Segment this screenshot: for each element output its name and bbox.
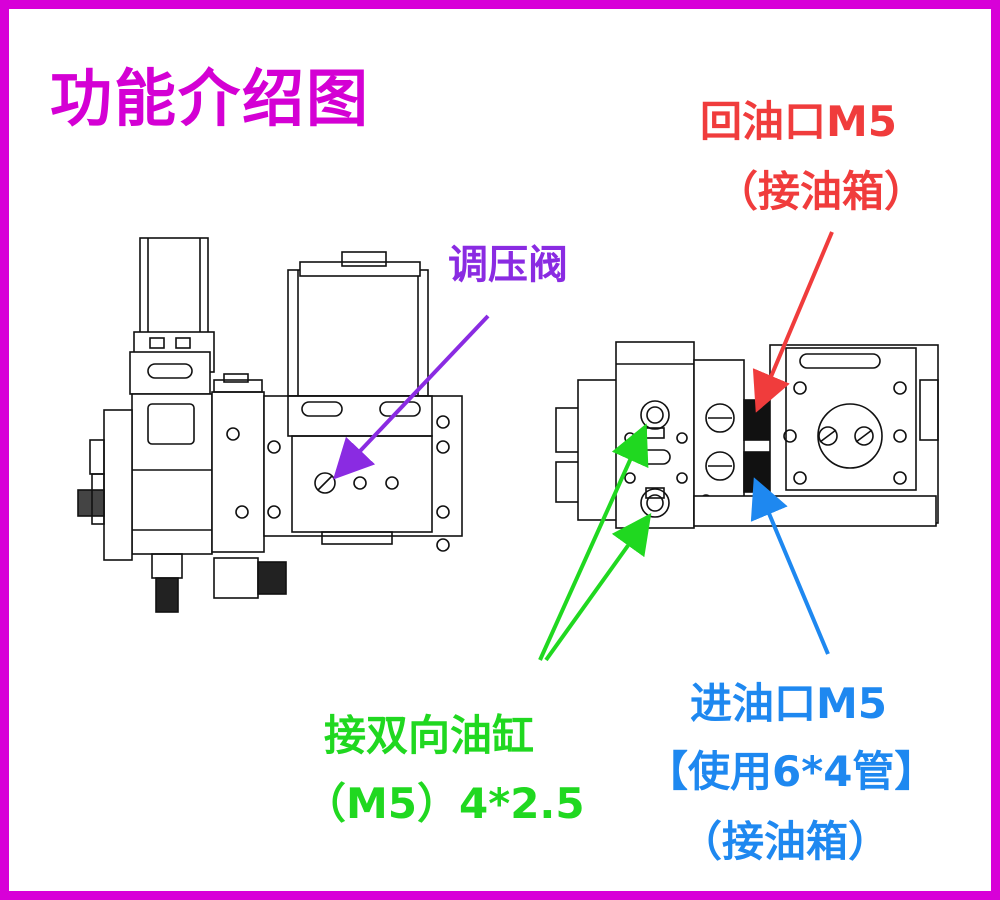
inlet-arrow xyxy=(750,477,830,655)
return-port-label: 回油口M5 xyxy=(700,97,898,146)
return-arrow xyxy=(752,231,834,413)
left-view xyxy=(77,237,463,613)
valve-arrow xyxy=(332,314,490,480)
return-port-note: （接油箱） xyxy=(716,167,927,216)
inlet-port-note: （接油箱） xyxy=(680,817,891,866)
cylinder-arrow-upper xyxy=(538,423,649,661)
cylinder-arrow-lower xyxy=(544,512,652,662)
inlet-port-label: 进油口M5 xyxy=(690,679,888,728)
cylinder-label: 接双向油缸 xyxy=(324,711,535,760)
inlet-tube-label: 【使用6*4管】 xyxy=(646,747,937,796)
pressure-valve-label: 调压阀 xyxy=(448,242,568,288)
cylinder-spec: （M5）4*2.5 xyxy=(304,779,585,828)
page-title: 功能介绍图 xyxy=(50,62,371,135)
